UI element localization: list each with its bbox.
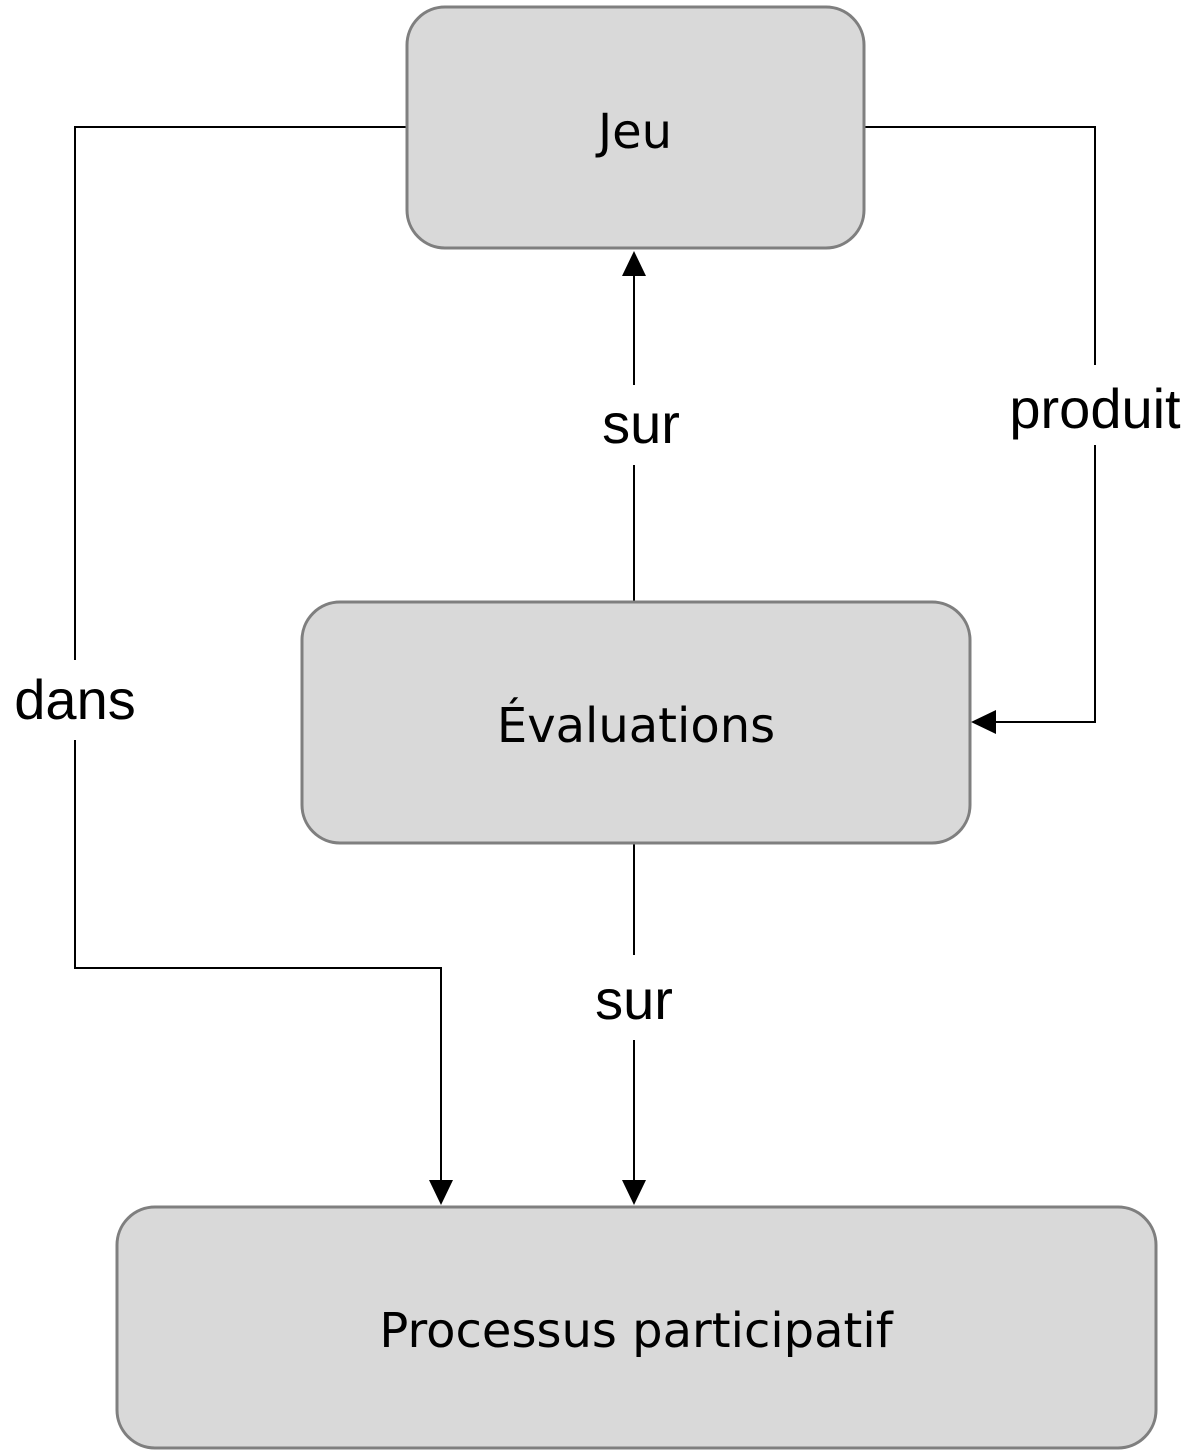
arrow-head-produit [971,710,996,734]
node-box-processus [115,1205,1158,1450]
edge-jeu-to-evaluations: produit [864,126,1197,734]
edge-evaluations-to-jeu: sur [584,251,694,602]
node-jeu: Jeu [405,5,866,250]
edge-jeu-to-processus: dans [0,126,453,1205]
edge-evaluations-to-processus: sur [576,843,692,1205]
node-evaluations: Évaluations [300,600,972,845]
node-label-evaluations: Évaluations [497,697,775,754]
node-label-jeu: Jeu [595,104,672,160]
node-processus: Processus participatif [115,1205,1158,1450]
edge-label-bg-dans [0,660,150,740]
edge-label-dans: dans [14,668,135,731]
arrow-head-sur-up [622,251,646,276]
edge-label-bg-sur-up [584,385,694,465]
edge-label-produit: produit [1009,377,1181,440]
edge-line-dans [74,126,442,1180]
node-label-processus: Processus participatif [379,1303,893,1359]
edge-label-sur-up: sur [602,392,680,455]
edge-label-sur-down: sur [595,968,673,1031]
node-box-jeu [405,5,866,250]
node-box-evaluations [300,600,972,845]
arrow-head-sur-down [622,1180,646,1205]
edge-label-bg-sur-down [576,955,692,1040]
arrow-head-dans [429,1180,453,1205]
edge-label-bg-produit [992,365,1197,445]
